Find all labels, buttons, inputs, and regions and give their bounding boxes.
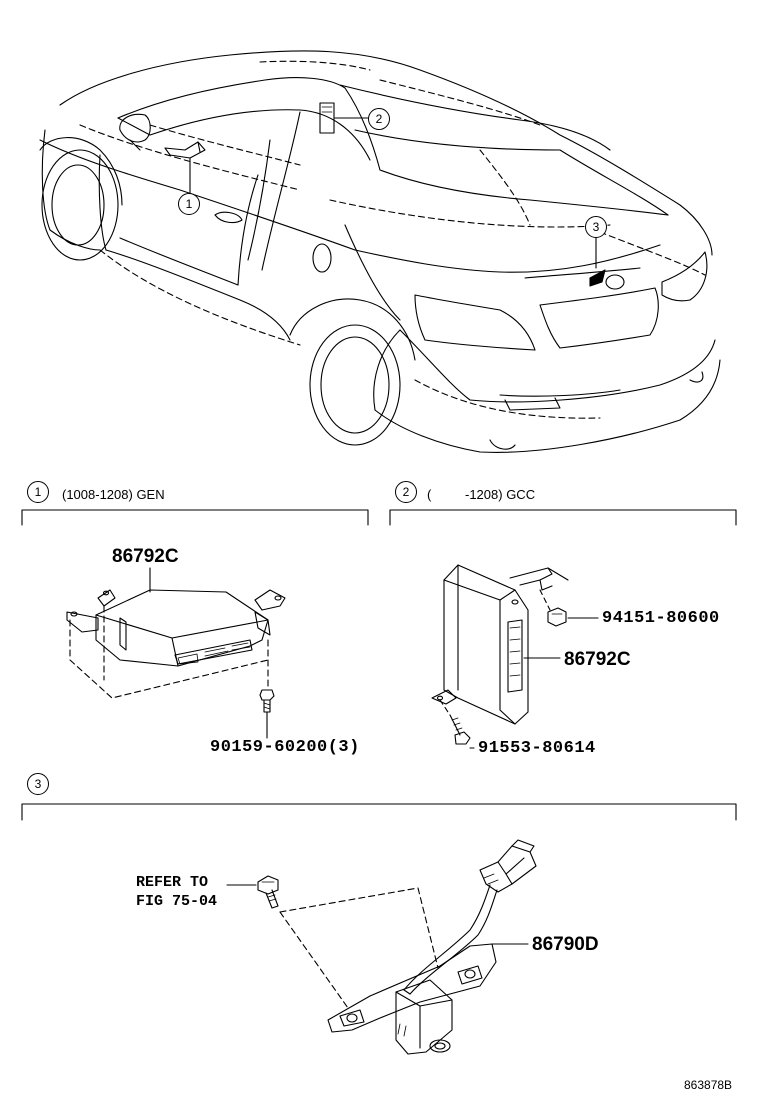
section1-part-bolt: 90159-60200(3) <box>210 738 360 757</box>
section2-part-nut: 94151-80600 <box>602 609 720 628</box>
section2-header-open: ( <box>427 487 432 502</box>
section2-frame <box>389 509 737 749</box>
section1-header: (1008-1208) GEN <box>62 487 165 502</box>
callout-2-car: 2 <box>368 108 390 130</box>
car-callout-leaders <box>189 117 597 269</box>
callout-3-car: 3 <box>585 216 607 238</box>
section2-part-bolt: 91553-80614 <box>478 739 596 758</box>
car-illustration <box>39 50 721 453</box>
section1-frame <box>21 509 369 739</box>
section2-header: -1208) GCC <box>465 487 536 502</box>
section3-frame <box>21 803 737 1055</box>
section3-number: 3 <box>27 773 49 795</box>
callout-1-car: 1 <box>178 193 200 215</box>
diagram-code: 863878B <box>684 1078 733 1092</box>
section2-part-ecu: 86792C <box>564 649 631 670</box>
section1-number: 1 <box>27 481 49 503</box>
section2-number: 2 <box>395 481 417 503</box>
refer-to-line1: REFER TO <box>136 874 209 891</box>
section3-part-camera: 86790D <box>532 934 599 955</box>
section1-part-ecu: 86792C <box>112 546 179 567</box>
refer-to-line2: FIG 75-04 <box>136 893 218 910</box>
